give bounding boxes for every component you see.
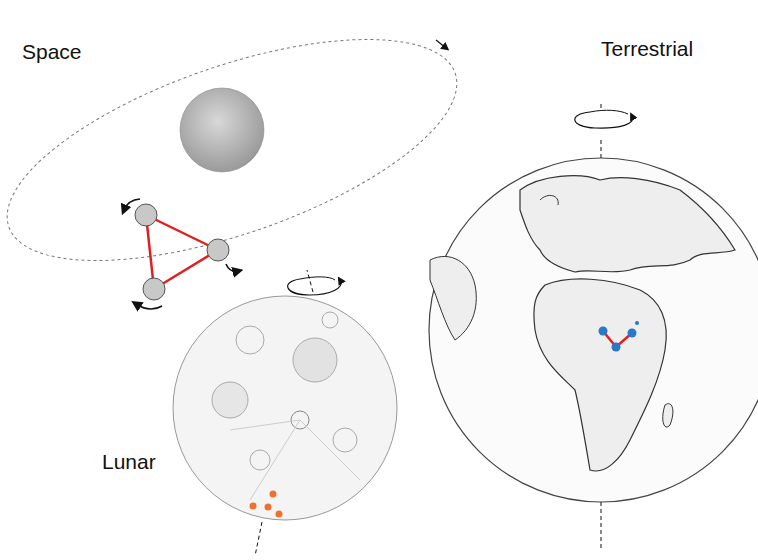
moon [173,296,397,520]
section-label: Space [22,40,82,64]
sun [180,88,264,172]
rotation-axis [601,104,602,108]
section-label: Terrestrial [601,37,693,61]
orbit-arrow [436,40,446,48]
rotation-axis [601,502,602,548]
rotation-axis [307,270,313,292]
orbit-path [0,0,482,306]
spacecraft-triangle [124,199,238,309]
rotation-axis [255,522,262,556]
earth [429,158,758,502]
section-label: Lunar [102,450,156,474]
rotation-arrow [300,277,335,280]
rotation-axis [601,140,602,158]
rotation-arrow [575,112,633,128]
rotation-arrow [288,279,341,295]
rotation-arrow [590,110,628,114]
